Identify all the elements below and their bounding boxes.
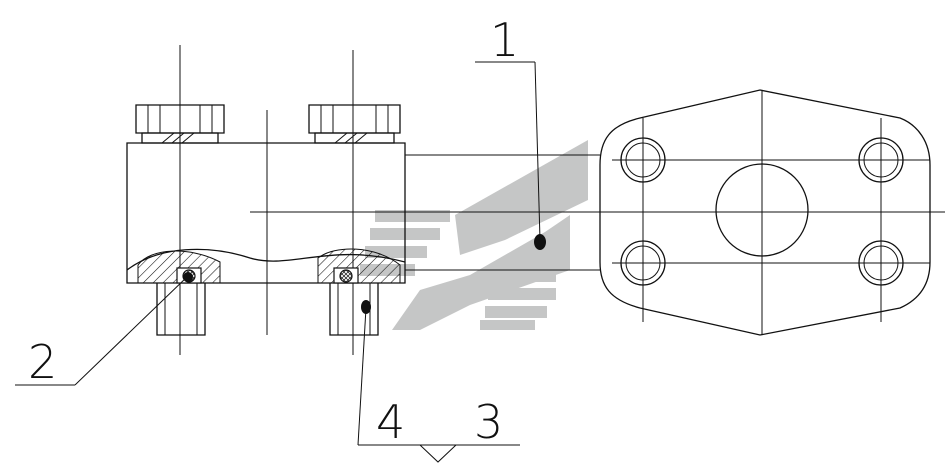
leader-dot-2 bbox=[183, 272, 193, 282]
center-bore bbox=[715, 163, 809, 257]
bolt-hole-top-right bbox=[858, 137, 904, 183]
callout-label-3: 3 bbox=[474, 395, 503, 449]
leader-dot-3 bbox=[361, 300, 371, 314]
centerlines bbox=[179, 45, 945, 355]
valve-block bbox=[126, 142, 600, 336]
callout-label-1: 1 bbox=[490, 13, 519, 67]
flange-plate bbox=[599, 89, 931, 336]
watermark-logo-icon bbox=[360, 140, 588, 330]
callout-label-2: 2 bbox=[28, 335, 57, 389]
bolt-hole-top-left bbox=[620, 137, 666, 183]
o-ring-seal-right bbox=[339, 269, 353, 283]
leaders bbox=[15, 61, 546, 463]
hex-nut-right bbox=[308, 104, 401, 144]
callout-label-4: 4 bbox=[376, 395, 405, 449]
leader-dot-1 bbox=[534, 234, 546, 250]
bolt-hole-bottom-right bbox=[858, 240, 904, 286]
hex-nut-left bbox=[135, 104, 225, 144]
bolt-hole-bottom-left bbox=[620, 240, 666, 286]
